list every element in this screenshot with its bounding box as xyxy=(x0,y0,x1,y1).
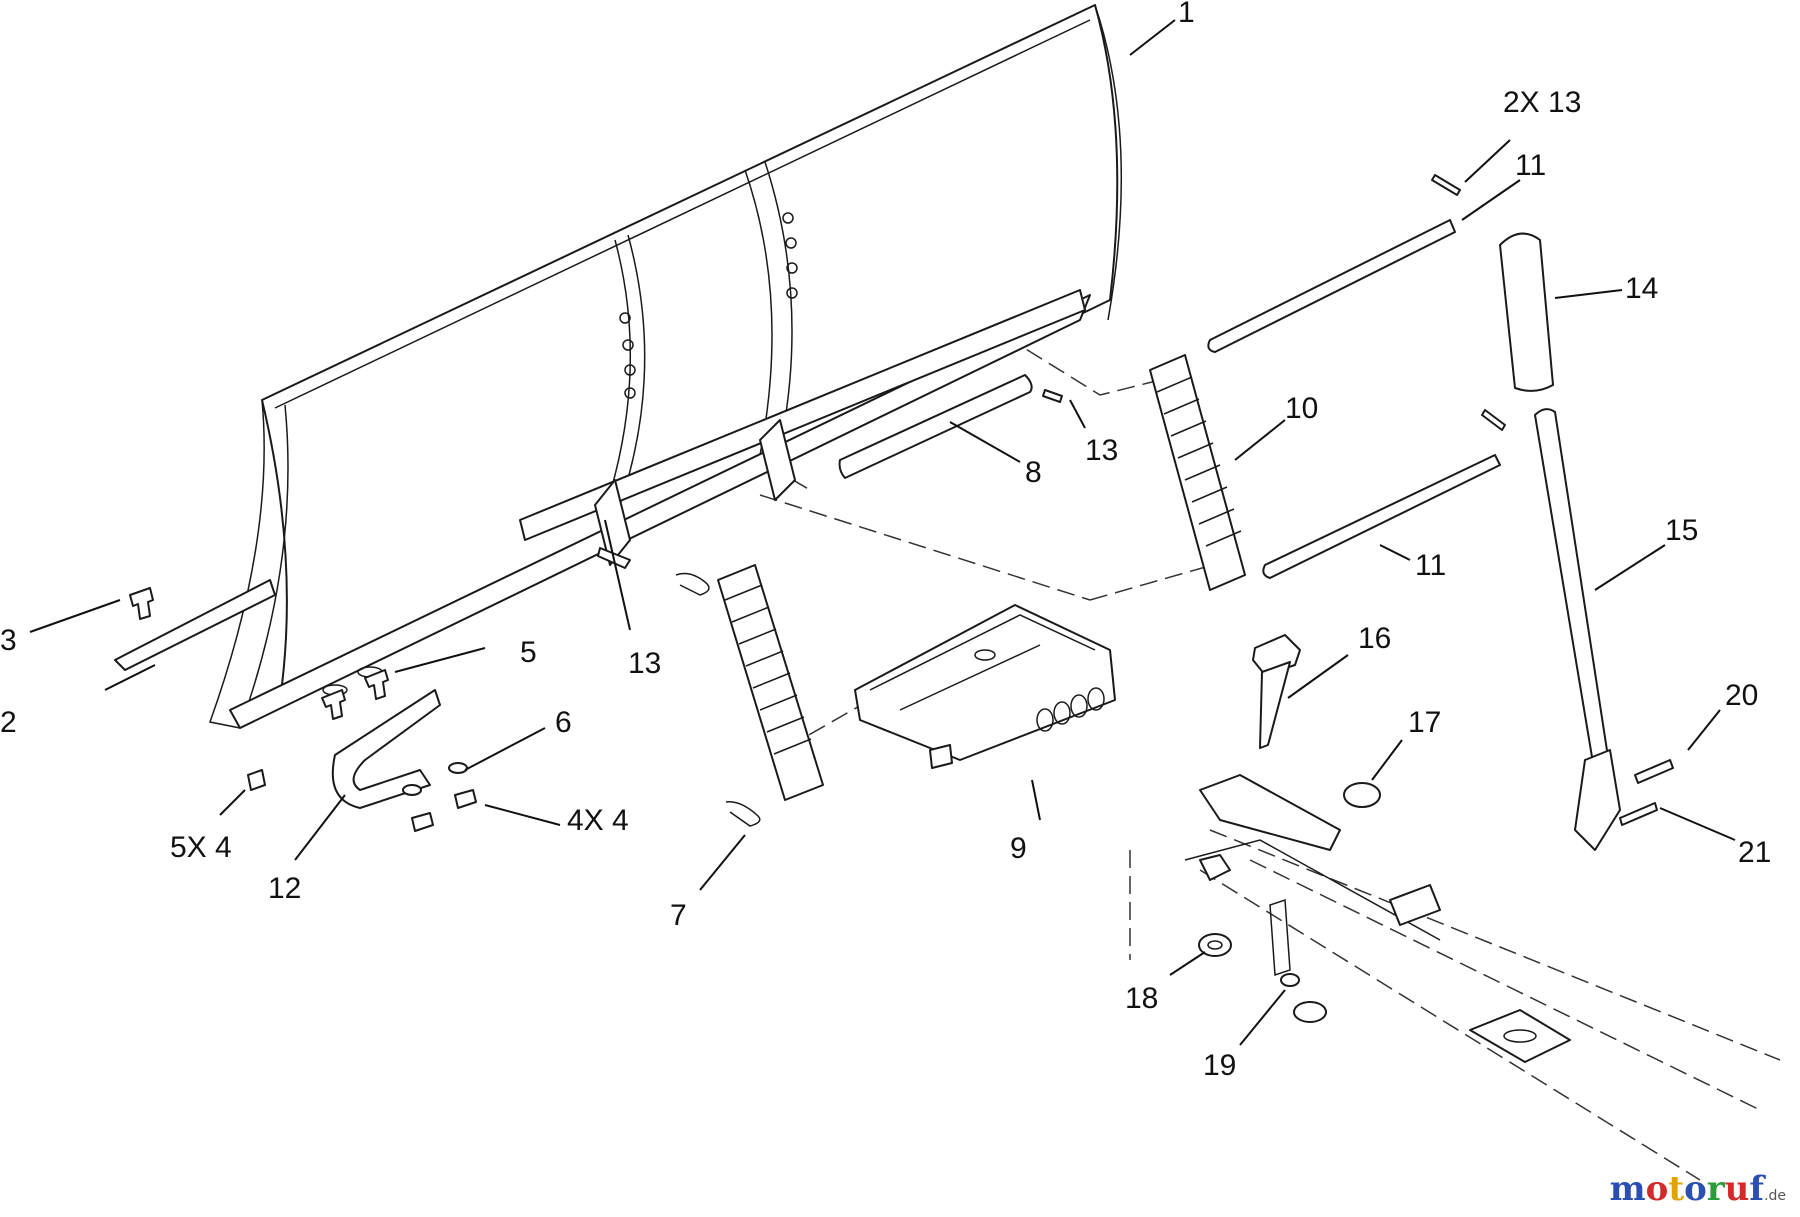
callout-1: 1 xyxy=(1178,0,1195,29)
callout-16: 16 xyxy=(1358,622,1391,655)
watermark-letter: o xyxy=(1645,1169,1669,1209)
watermark-letter: t xyxy=(1668,1169,1685,1209)
callout-6: 6 xyxy=(555,706,572,739)
watermark-letter: o xyxy=(1684,1169,1707,1209)
carriage-bolts-5 xyxy=(247,669,389,791)
skid-shoe xyxy=(331,689,441,809)
plow-blade xyxy=(209,4,1122,729)
callout-21: 21 xyxy=(1738,836,1771,869)
callout-8: 8 xyxy=(1025,456,1042,489)
pivot-frame xyxy=(854,604,1116,769)
handle-grip xyxy=(1499,232,1554,392)
callout-5x4: 5X 4 xyxy=(170,831,232,864)
cutting-edge xyxy=(114,579,276,671)
leader-lines xyxy=(29,19,1736,1046)
callout-17: 17 xyxy=(1408,706,1441,739)
callout-4x4: 4X 4 xyxy=(567,804,629,837)
callout-18: 18 xyxy=(1125,982,1158,1015)
watermark-suffix: .de xyxy=(1764,1188,1786,1204)
callout-19: 19 xyxy=(1203,1049,1236,1082)
hitch-pins-13 xyxy=(597,174,1506,569)
callout-10: 10 xyxy=(1285,392,1318,425)
pivot-pin-8 xyxy=(838,374,1033,479)
rods-11 xyxy=(1207,219,1501,579)
callout-9: 9 xyxy=(1010,832,1027,865)
lift-handle xyxy=(1534,408,1621,851)
extension-springs xyxy=(717,354,1246,801)
callout-12: 12 xyxy=(268,872,301,905)
callout-15: 15 xyxy=(1665,514,1698,547)
callout-2: 2 xyxy=(0,706,17,739)
watermark-letter: u xyxy=(1724,1169,1750,1209)
watermark-letter: f xyxy=(1749,1169,1765,1209)
plug xyxy=(1343,782,1381,808)
callout-2x13: 2X 13 xyxy=(1503,86,1581,119)
hairpin-clips-7 xyxy=(675,572,761,827)
callout-20: 20 xyxy=(1725,679,1758,712)
callout-11-lower: 11 xyxy=(1415,549,1446,582)
callout-14: 14 xyxy=(1625,272,1658,305)
callout-13-lower: 13 xyxy=(628,647,661,680)
callout-11-upper: 11 xyxy=(1515,149,1546,182)
callout-labels: 1 2 3 5 5X 4 6 4X 4 7 8 9 10 11 11 2X 13… xyxy=(0,0,1771,1082)
nuts-and-washers xyxy=(402,762,477,832)
pivot-bolt xyxy=(1252,634,1301,749)
callout-5: 5 xyxy=(520,636,537,669)
flange-nut-18 xyxy=(1198,933,1232,957)
callout-13-upper: 13 xyxy=(1085,434,1118,467)
watermark-letter: r xyxy=(1706,1169,1725,1209)
callout-3: 3 xyxy=(0,624,17,657)
watermark-letter: m xyxy=(1609,1169,1646,1209)
callout-7: 7 xyxy=(670,899,687,932)
bolt-20-pin-21 xyxy=(1619,759,1674,826)
carriage-bolt-3 xyxy=(129,587,154,620)
lock-nuts-19 xyxy=(1280,973,1327,1023)
mounting-frame xyxy=(1184,774,1571,1063)
watermark-logo: motoruf.de xyxy=(1610,1169,1786,1209)
